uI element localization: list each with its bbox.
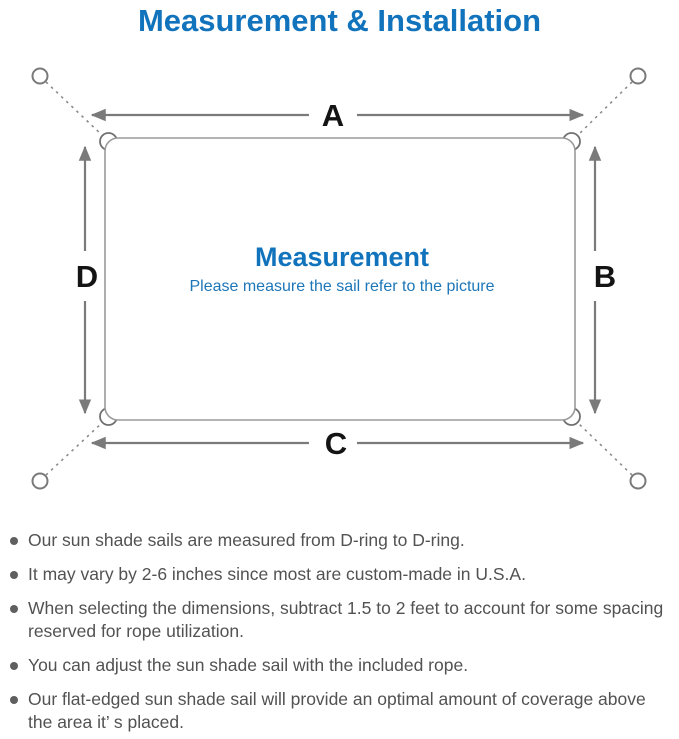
anchor-point-icon-bottom-right	[629, 472, 647, 490]
anchor-point-icon-top-left	[31, 67, 49, 85]
note-text: Our sun shade sails are measured from D-…	[28, 530, 465, 550]
bullet-icon	[10, 605, 18, 613]
diagram-center-subtitle: Please measure the sail refer to the pic…	[189, 278, 494, 295]
list-item: Our sun shade sails are measured from D-…	[10, 529, 667, 552]
dimension-arrows	[78, 108, 602, 450]
dimension-label-a: A	[322, 98, 344, 133]
anchor-points	[31, 67, 647, 490]
tie-line-bottom-left	[45, 421, 104, 476]
sail-measurement-diagram: A B C D Measurement Please measure the s…	[0, 58, 679, 523]
note-text: It may vary by 2-6 inches since most are…	[28, 564, 526, 584]
note-text: Our flat-edged sun shade sail will provi…	[28, 689, 646, 732]
anchor-point-icon-bottom-left	[31, 472, 49, 490]
list-item: Our flat-edged sun shade sail will provi…	[10, 688, 667, 734]
sail-body	[104, 137, 576, 421]
dimension-label-d: D	[76, 259, 98, 294]
tie-line-top-right	[576, 81, 633, 137]
list-item: It may vary by 2-6 inches since most are…	[10, 563, 667, 586]
bullet-icon	[10, 696, 18, 704]
list-item: When selecting the dimensions, subtract …	[10, 597, 667, 643]
dimension-label-c: C	[325, 426, 347, 461]
bullet-icon	[10, 662, 18, 670]
sail-diagram-canvas: A B C D Measurement Please measure the s…	[31, 67, 647, 490]
dimension-label-b: B	[594, 259, 616, 294]
measurement-notes-list: Our sun shade sails are measured from D-…	[0, 523, 679, 734]
bullet-icon	[10, 537, 18, 545]
bullet-icon	[10, 571, 18, 579]
page-title: Measurement & Installation	[137, 3, 542, 38]
note-text: You can adjust the sun shade sail with t…	[28, 655, 469, 675]
tie-line-top-left	[45, 81, 104, 137]
diagram-center-title: Measurement	[255, 242, 429, 272]
tie-rope-dashed-lines	[45, 81, 633, 476]
tie-line-bottom-right	[576, 421, 633, 476]
note-text: When selecting the dimensions, subtract …	[28, 598, 664, 641]
anchor-point-icon-top-right	[629, 67, 647, 85]
list-item: You can adjust the sun shade sail with t…	[10, 654, 667, 677]
